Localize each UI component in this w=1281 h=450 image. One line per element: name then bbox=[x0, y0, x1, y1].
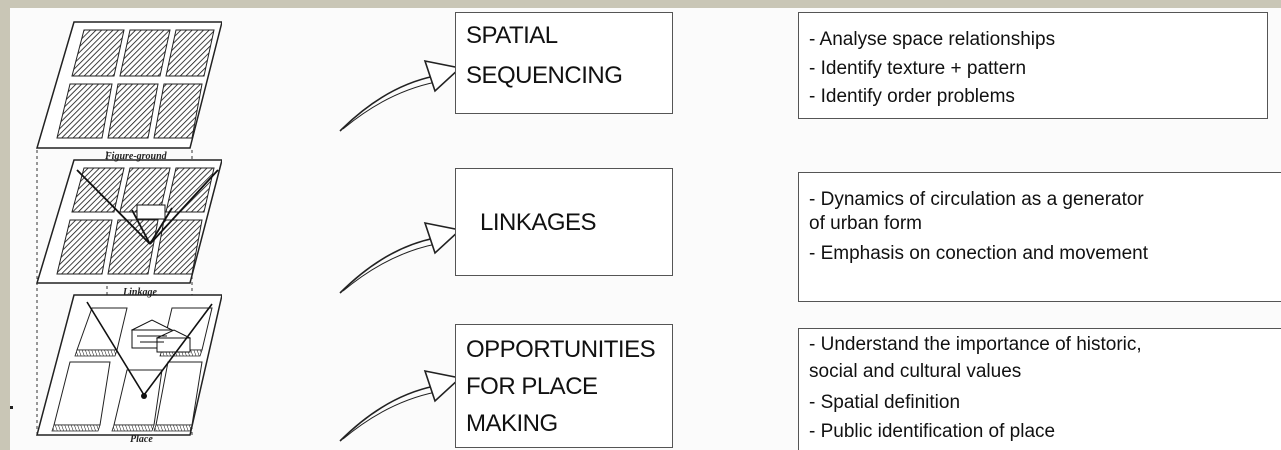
category-title-line: LINKAGES bbox=[480, 209, 597, 236]
diagram-page: Figure-ground Linkage Place SPATIAL SEQU… bbox=[10, 8, 1281, 450]
figure-ground-layer bbox=[35, 21, 222, 149]
category-title-line: MAKING bbox=[466, 410, 558, 437]
place-layer bbox=[36, 294, 222, 436]
description-line: - Dynamics of circulation as a generator bbox=[809, 189, 1144, 210]
description-line: - Identify texture + pattern bbox=[809, 58, 1027, 79]
category-title-line: OPPORTUNITIES bbox=[466, 336, 656, 363]
description-line: - Understand the importance of historic, bbox=[809, 334, 1142, 355]
description-box-opportunities-for-place-making: - Understand the importance of historic,… bbox=[798, 328, 1281, 450]
description-line: - Emphasis on conection and movement bbox=[809, 243, 1149, 264]
layered-urban-design-illustration bbox=[35, 21, 222, 436]
description-line: - Public identification of place bbox=[809, 421, 1056, 442]
description-line: - Spatial definition bbox=[809, 392, 961, 413]
linkage-label: Linkage bbox=[123, 287, 157, 298]
description-line: - Analyse space relationships bbox=[809, 29, 1056, 50]
place-label: Place bbox=[130, 434, 153, 445]
arrow-icon bbox=[339, 59, 462, 132]
description-box-linkages: - Dynamics of circulation as a generator… bbox=[798, 172, 1281, 302]
description-line: social and cultural values bbox=[809, 361, 1022, 382]
category-title-line: SEQUENCING bbox=[466, 62, 623, 89]
arrow-icon bbox=[339, 369, 462, 442]
scan-speck bbox=[10, 406, 13, 409]
linkage-layer bbox=[35, 159, 222, 284]
category-box-spatial-sequencing: SPATIAL SEQUENCING bbox=[455, 12, 673, 114]
category-box-linkages: LINKAGES bbox=[455, 168, 673, 276]
description-line: - Identify order problems bbox=[809, 86, 1015, 107]
category-box-opportunities-for-place-making: OPPORTUNITIES FOR PLACE MAKING bbox=[455, 324, 673, 448]
category-title-line: FOR PLACE bbox=[466, 373, 598, 400]
description-line: of urban form bbox=[809, 213, 922, 234]
description-box-spatial-sequencing: - Analyse space relationships - Identify… bbox=[798, 12, 1268, 119]
category-title-line: SPATIAL bbox=[466, 22, 558, 49]
figure-ground-label: Figure-ground bbox=[105, 151, 167, 162]
arrow-icon bbox=[339, 221, 462, 294]
